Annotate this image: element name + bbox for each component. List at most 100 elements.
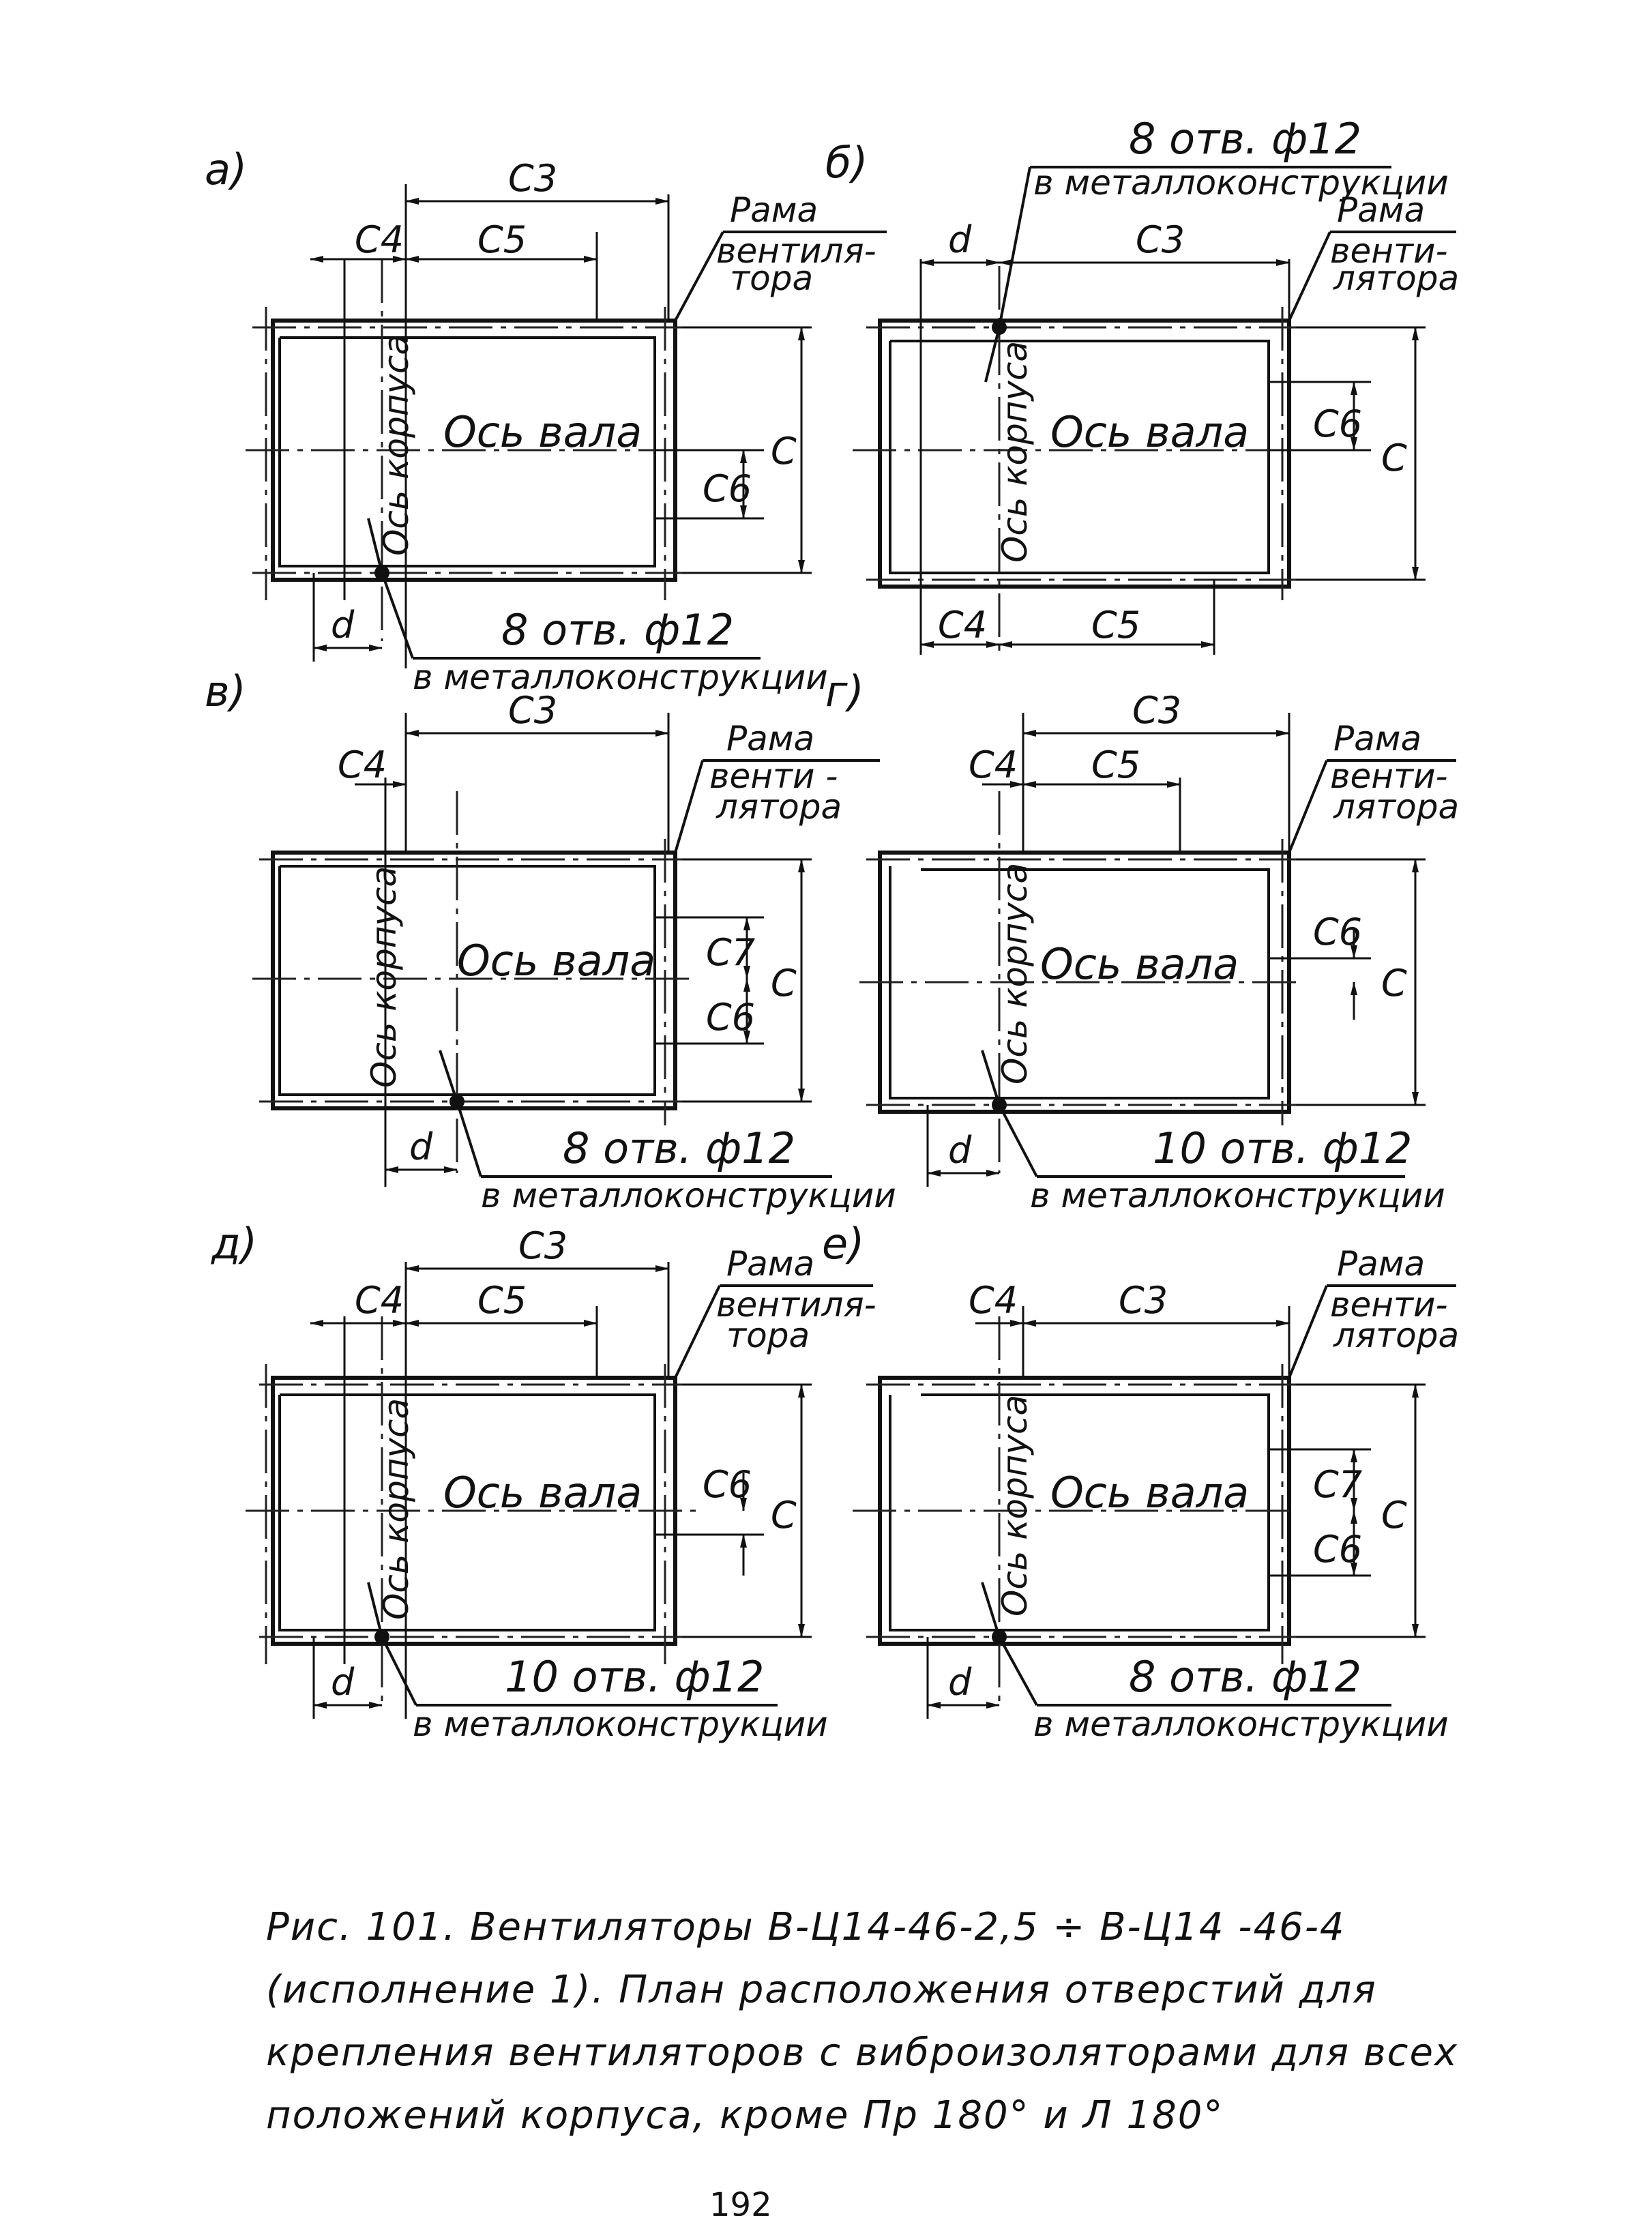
leader-line <box>998 1636 1038 1706</box>
frame-callout-line1: Рама <box>726 719 814 758</box>
dim-c-label: C <box>1381 962 1407 1005</box>
dim-c3-label: C3 <box>1119 1279 1168 1322</box>
frame-callout-line2: вентиля- <box>716 1285 876 1325</box>
holes-note: 8 отв. ф12 <box>501 605 734 655</box>
dim-c7-label: C7 <box>1313 1463 1362 1506</box>
shaft-axis-label: Ось вала <box>457 936 655 986</box>
panel-letter: г) <box>825 666 864 716</box>
leader-line <box>381 572 414 659</box>
body-axis-label: Ось корпуса <box>377 1398 416 1620</box>
panel-b: б) d C3 C C6 C4 C5 8 отв. ф12 в металлок… <box>825 114 1459 655</box>
caption-line: положений корпуса, кроме Пр 180° и Л 180… <box>266 2093 1224 2138</box>
frame-callout-line1: Рама <box>1337 1244 1425 1284</box>
body-axis-label: Ось корпуса <box>377 334 416 556</box>
frame-callout-line3: лятора <box>1333 258 1459 298</box>
dim-c-label: C <box>771 962 797 1005</box>
frame-callout-line3: лятора <box>716 787 842 827</box>
frame-callout-line1: Рама <box>726 1244 814 1284</box>
frame-callout-line2: венти- <box>1330 756 1448 796</box>
dim-c3-label: C3 <box>518 1224 567 1267</box>
holes-destination-note: в металлоконструкции <box>413 658 828 697</box>
leader-line <box>674 760 704 853</box>
frame-inner-line <box>889 866 1270 1099</box>
dim-c5-label: C5 <box>1091 604 1140 647</box>
leader-line <box>1288 760 1328 853</box>
caption-line: крепления вентиляторов с виброизоляторам… <box>266 2030 1459 2075</box>
frame-callout-line1: Рама <box>730 190 818 230</box>
panel-letter: д) <box>211 1219 257 1269</box>
shaft-axis-label: Ось вала <box>443 1468 642 1518</box>
leader-line <box>674 1285 721 1378</box>
dim-c4-label: C4 <box>969 1279 1018 1322</box>
holes-destination-note: в металлоконструкции <box>1033 163 1449 203</box>
body-axis-label: Ось корпуса <box>995 863 1035 1084</box>
dim-c-label: C <box>1381 1494 1407 1537</box>
body-axis-label: Ось корпуса <box>995 341 1035 563</box>
body-axis-label: Ось корпуса <box>995 1395 1035 1616</box>
dim-d-label: d <box>331 604 355 647</box>
dim-c4-label: C4 <box>355 218 404 261</box>
frame-callout-line2: венти - <box>709 756 838 796</box>
frame-inner-line <box>889 1393 1270 1631</box>
page-number: 192 <box>709 2186 772 2216</box>
frame-callout-line3: тора <box>730 258 813 298</box>
frame-callout-line2: венти- <box>1330 1285 1448 1325</box>
dim-c3-label: C3 <box>1136 218 1185 261</box>
dim-d-label: d <box>948 218 972 261</box>
holes-destination-note: в металлоконструкции <box>1030 1176 1445 1215</box>
dim-d-label: d <box>409 1125 433 1168</box>
holes-note: 8 отв. ф12 <box>1129 1652 1361 1702</box>
leader-line <box>981 1050 1001 1106</box>
panel-e: е) C4 C3 C C7 C6 d 8 отв. ф12 в металлок… <box>822 1219 1459 1744</box>
panel-letter: б) <box>825 138 868 188</box>
frame-callout-line2: венти- <box>1330 231 1448 271</box>
panel-letter: е) <box>822 1219 864 1269</box>
dim-c6-label: C6 <box>1313 402 1362 445</box>
fan-frame <box>271 851 677 1110</box>
dim-c3-label: C3 <box>508 157 557 200</box>
dim-c-label: C <box>771 1494 797 1537</box>
dim-c3-label: C3 <box>1132 689 1181 732</box>
leader-line <box>981 1582 1001 1638</box>
body-axis-label: Ось корпуса <box>364 866 404 1088</box>
holes-note: 10 отв. ф12 <box>1153 1123 1413 1173</box>
caption-line: (исполнение 1). План расположения отверс… <box>266 1968 1377 2012</box>
frame-inner-line <box>889 340 1270 574</box>
dim-c6-label: C6 <box>1313 911 1362 954</box>
leader-line <box>439 1050 458 1102</box>
holes-destination-note: в металлоконструкции <box>413 1704 828 1744</box>
dim-c3-label: C3 <box>508 689 557 732</box>
frame-inner-line <box>278 1393 656 1631</box>
panel-d: д) C3 C4 C5 C C6 d 10 отв. ф12 в <box>211 1219 876 1744</box>
caption-line: Рис. 101. Вентиляторы В-Ц14-46-2,5 ÷ В-Ц… <box>266 1905 1346 1949</box>
dim-c6-label: C6 <box>1313 1528 1362 1571</box>
leader-line <box>998 166 1031 328</box>
dim-c-label: C <box>771 430 797 473</box>
holes-note: 10 отв. ф12 <box>505 1652 765 1702</box>
frame-callout-line3: тора <box>726 1316 810 1355</box>
dim-c4-label: C4 <box>969 743 1018 786</box>
frame-callout-line3: лятора <box>1333 787 1459 827</box>
leader-line <box>1288 231 1331 321</box>
shaft-axis-label: Ось вала <box>1050 407 1249 457</box>
leader-line <box>367 518 383 574</box>
dim-d-label: d <box>948 1661 972 1704</box>
shaft-axis-label: Ось вала <box>443 407 642 457</box>
panel-letter: в) <box>205 666 246 716</box>
holes-note: 8 отв. ф12 <box>1129 114 1361 164</box>
leader-line <box>367 1582 383 1638</box>
panel-g: г) C3 C4 C5 C C6 d 10 отв. ф12 в металло… <box>825 666 1459 1215</box>
leader-line <box>984 327 1001 383</box>
dim-c6-label: C6 <box>706 996 755 1039</box>
frame-inner-line <box>278 336 656 567</box>
frame-callout-line3: лятора <box>1333 1316 1459 1355</box>
dim-d-label: d <box>948 1129 972 1172</box>
dim-c7-label: C7 <box>706 931 755 974</box>
shaft-axis-label: Ось вала <box>1050 1468 1249 1518</box>
frame-inner-line <box>278 865 656 1096</box>
panel-v: в) C3 C4 C C7 C6 d 8 отв. ф12 в металлок… <box>205 666 896 1215</box>
figure-caption: Рис. 101. Вентиляторы В-Ц14-46-2,5 ÷ В-Ц… <box>266 1896 1459 2147</box>
leader-line <box>456 1101 482 1177</box>
